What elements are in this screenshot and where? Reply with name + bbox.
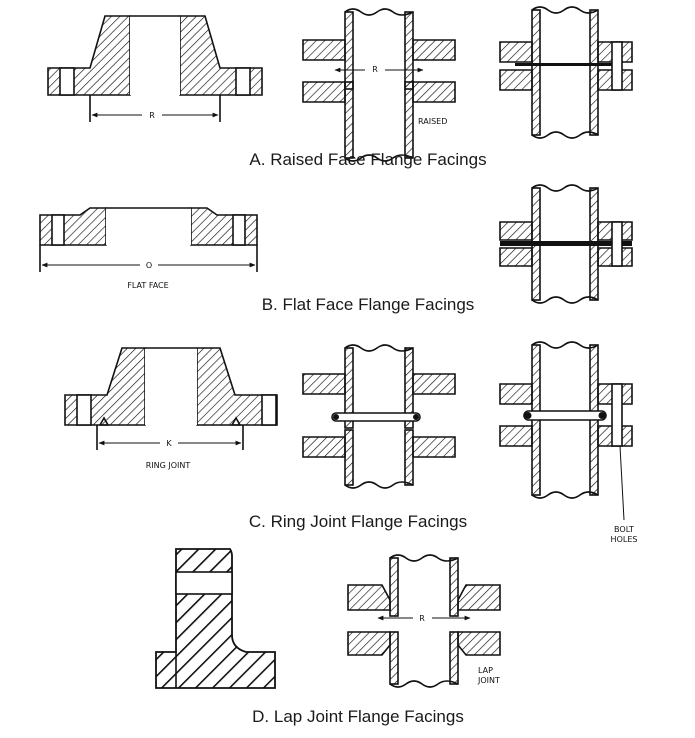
flat-face-flange-section: O FLAT FACE xyxy=(39,207,258,290)
lap-joint-section: R LAP JOINT D. Lap Joint Flange Facings xyxy=(155,548,501,726)
raised-face-assembly-open: R RAISED xyxy=(302,8,456,162)
raised-face-section: R R RAISED xyxy=(47,6,633,169)
raised-face-dimension-label: R xyxy=(149,111,155,120)
flat-face-section: O FLAT FACE B. Flat Face Flange Facings xyxy=(39,184,633,314)
ring-joint-dimension-label: K xyxy=(166,439,172,448)
joint-label: JOINT xyxy=(477,676,500,685)
lap-joint-dimension-label: R xyxy=(419,614,425,623)
ring-joint-flange-section: K RING JOINT xyxy=(64,347,278,470)
lap-joint-assembly: R LAP JOINT xyxy=(347,554,501,688)
raised-label: RAISED xyxy=(418,117,447,126)
flat-face-assembly xyxy=(499,184,633,304)
caption-raised-face: A. Raised Face Flange Facings xyxy=(249,150,486,169)
ring-joint-label: RING JOINT xyxy=(146,461,191,470)
holes-label: HOLES xyxy=(611,535,638,544)
raised-face-flange-section: R xyxy=(47,15,263,122)
bolt-label: BOLT xyxy=(614,525,634,534)
flat-face-label: FLAT FACE xyxy=(127,281,168,290)
lap-label: LAP xyxy=(478,666,493,675)
caption-flat-face: B. Flat Face Flange Facings xyxy=(262,295,475,314)
caption-lap-joint: D. Lap Joint Flange Facings xyxy=(252,707,464,726)
ring-joint-assembly-closed: BOLT HOLES xyxy=(499,341,638,544)
flat-face-dimension-label: O xyxy=(146,261,152,270)
ring-joint-assembly-open xyxy=(302,344,456,489)
raised-face-assembly-dimension-label: R xyxy=(372,65,378,74)
ring-joint-section: K RING JOINT xyxy=(64,341,638,544)
caption-ring-joint: C. Ring Joint Flange Facings xyxy=(249,512,467,531)
lap-joint-stub-section xyxy=(155,548,276,689)
raised-face-assembly-closed xyxy=(499,6,633,139)
